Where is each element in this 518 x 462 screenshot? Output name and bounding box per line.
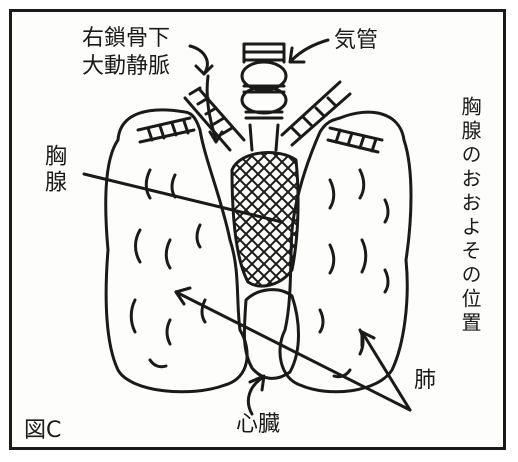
- heart-leader: [246, 376, 264, 416]
- heart-label: 心臓: [236, 412, 281, 437]
- heart: [242, 288, 300, 380]
- thymus-label: 胸腺: [41, 144, 66, 196]
- trachea-label: 気管: [334, 28, 379, 53]
- lung-leader: [174, 290, 412, 412]
- figure-caption-vertical: 胸腺のおおよその位置: [458, 96, 482, 336]
- right-lung: [278, 110, 413, 394]
- subclavian-label-line2: 大動静脈: [82, 54, 171, 79]
- lungs-label: 肺: [414, 368, 437, 393]
- subclavian-label-line1: 右鎖骨下: [82, 26, 171, 51]
- thymus-leader: [82, 172, 284, 224]
- trachea-leader: [290, 38, 330, 62]
- figure-label: 図C: [24, 418, 62, 443]
- trachea-ring-top: [242, 42, 286, 64]
- right-vessel: [280, 80, 352, 147]
- left-lung: [104, 108, 249, 394]
